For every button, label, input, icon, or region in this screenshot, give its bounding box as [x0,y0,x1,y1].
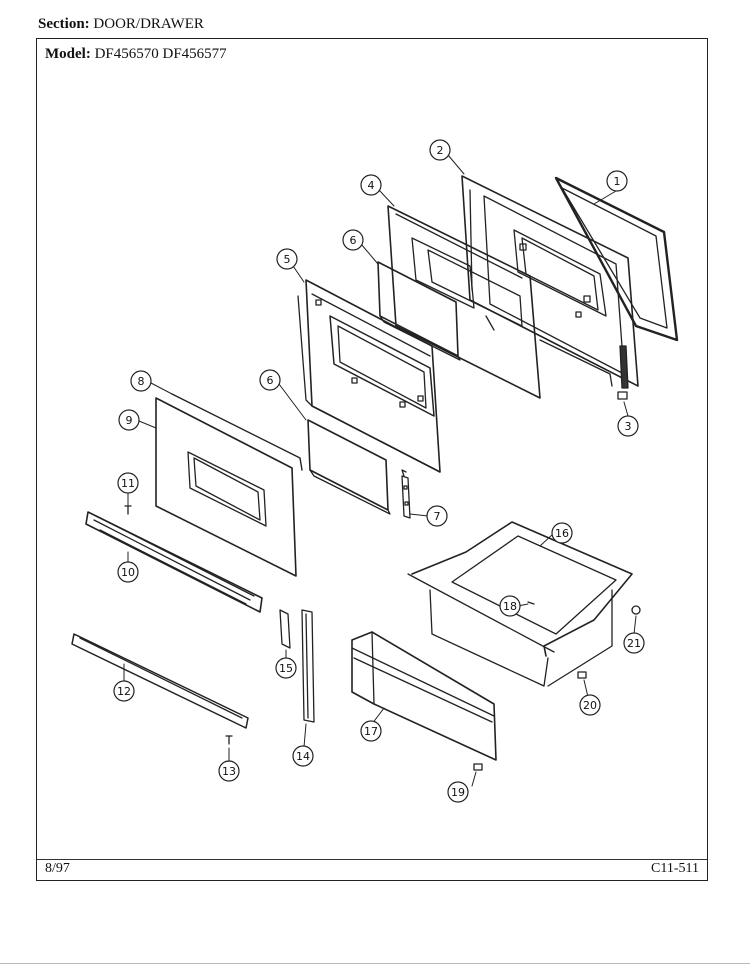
part-15-side-trim [279,609,291,649]
callout-14: 14 [292,745,314,767]
part-4-door-liner [387,205,541,399]
callout-20: 20 [579,694,601,716]
part-3-hinge-clip [617,391,628,400]
part-5-door-frame [297,279,441,473]
svg-text:13: 13 [222,765,236,778]
callout-21: 21 [623,632,645,654]
callout-5: 5 [276,248,298,270]
svg-text:8: 8 [138,375,145,388]
svg-text:5: 5 [284,253,291,266]
callout-13: 13 [218,760,240,782]
svg-text:20: 20 [583,699,597,712]
part-6-inner-glass [377,261,461,361]
svg-text:10: 10 [121,566,135,579]
callout-18: 18 [499,595,521,617]
footer-date: 8/97 [45,861,70,876]
part-6-outer-glass [307,419,391,515]
part-20-fitting [577,671,587,679]
svg-text:15: 15 [279,662,293,675]
part-9-outer-door-panel [155,397,297,577]
part-18-screw [527,601,535,605]
svg-text:11: 11 [121,477,135,490]
footer-divider [37,859,707,860]
footer-code: C11-511 [651,861,699,876]
part-7-bracket [401,469,411,519]
callout-17: 17 [360,720,382,742]
part-17-drawer-front [351,631,497,761]
callout-7: 7 [426,505,448,527]
callout-9: 9 [118,409,140,431]
part-13-screw [225,735,233,745]
svg-text:18: 18 [503,600,517,613]
part-8-trim-strip [171,393,303,471]
callout-1: 1 [606,170,628,192]
svg-text:2: 2 [437,144,444,157]
callout-19: 19 [447,781,469,803]
callout-4: 4 [360,174,382,196]
part-21-fitting [631,605,641,615]
leader-lines [123,154,637,787]
model-header: Model: DF456570 DF456577 [45,46,227,63]
part-10-door-handle [85,511,263,613]
callout-2: 2 [429,139,451,161]
callout-8: 8 [130,370,152,392]
part-2-inner-door [461,175,639,389]
model-label: Model: [45,46,91,62]
callout-15: 15 [275,657,297,679]
callouts: 1 2 3 4 5 6 6 7 8 9 10 11 12 13 14 15 16… [113,139,645,803]
callout-10: 10 [117,561,139,583]
callout-6a: 6 [342,229,364,251]
page-bottom-rule [0,963,750,964]
svg-text:7: 7 [434,510,441,523]
callout-3: 3 [617,415,639,437]
svg-text:21: 21 [627,637,641,650]
svg-text:16: 16 [555,527,569,540]
part-11-screw [124,505,132,515]
section-header: Section: DOOR/DRAWER [38,16,204,33]
callout-11: 11 [117,472,139,494]
svg-text:19: 19 [451,786,465,799]
svg-text:17: 17 [364,725,378,738]
section-value: DOOR/DRAWER [93,16,204,32]
diagram-frame: Model: DF456570 DF456577 8/97 C11-511 [36,38,708,881]
model-value: DF456570 DF456577 [94,46,227,62]
svg-text:14: 14 [296,750,310,763]
svg-text:6: 6 [267,374,274,387]
svg-text:6: 6 [350,234,357,247]
part-16-drawer-body [407,521,633,687]
callout-16: 16 [551,522,573,544]
section-label: Section: [38,16,90,32]
part-12-trim [71,633,249,729]
part-14-side-trim [301,609,315,723]
svg-text:3: 3 [625,420,632,433]
svg-text:9: 9 [126,414,133,427]
svg-text:1: 1 [614,175,621,188]
callout-6b: 6 [259,369,281,391]
part-1-gasket [554,176,679,342]
callout-12: 12 [113,680,135,702]
svg-text:12: 12 [117,685,131,698]
svg-text:4: 4 [368,179,375,192]
part-19-fitting [473,763,483,771]
